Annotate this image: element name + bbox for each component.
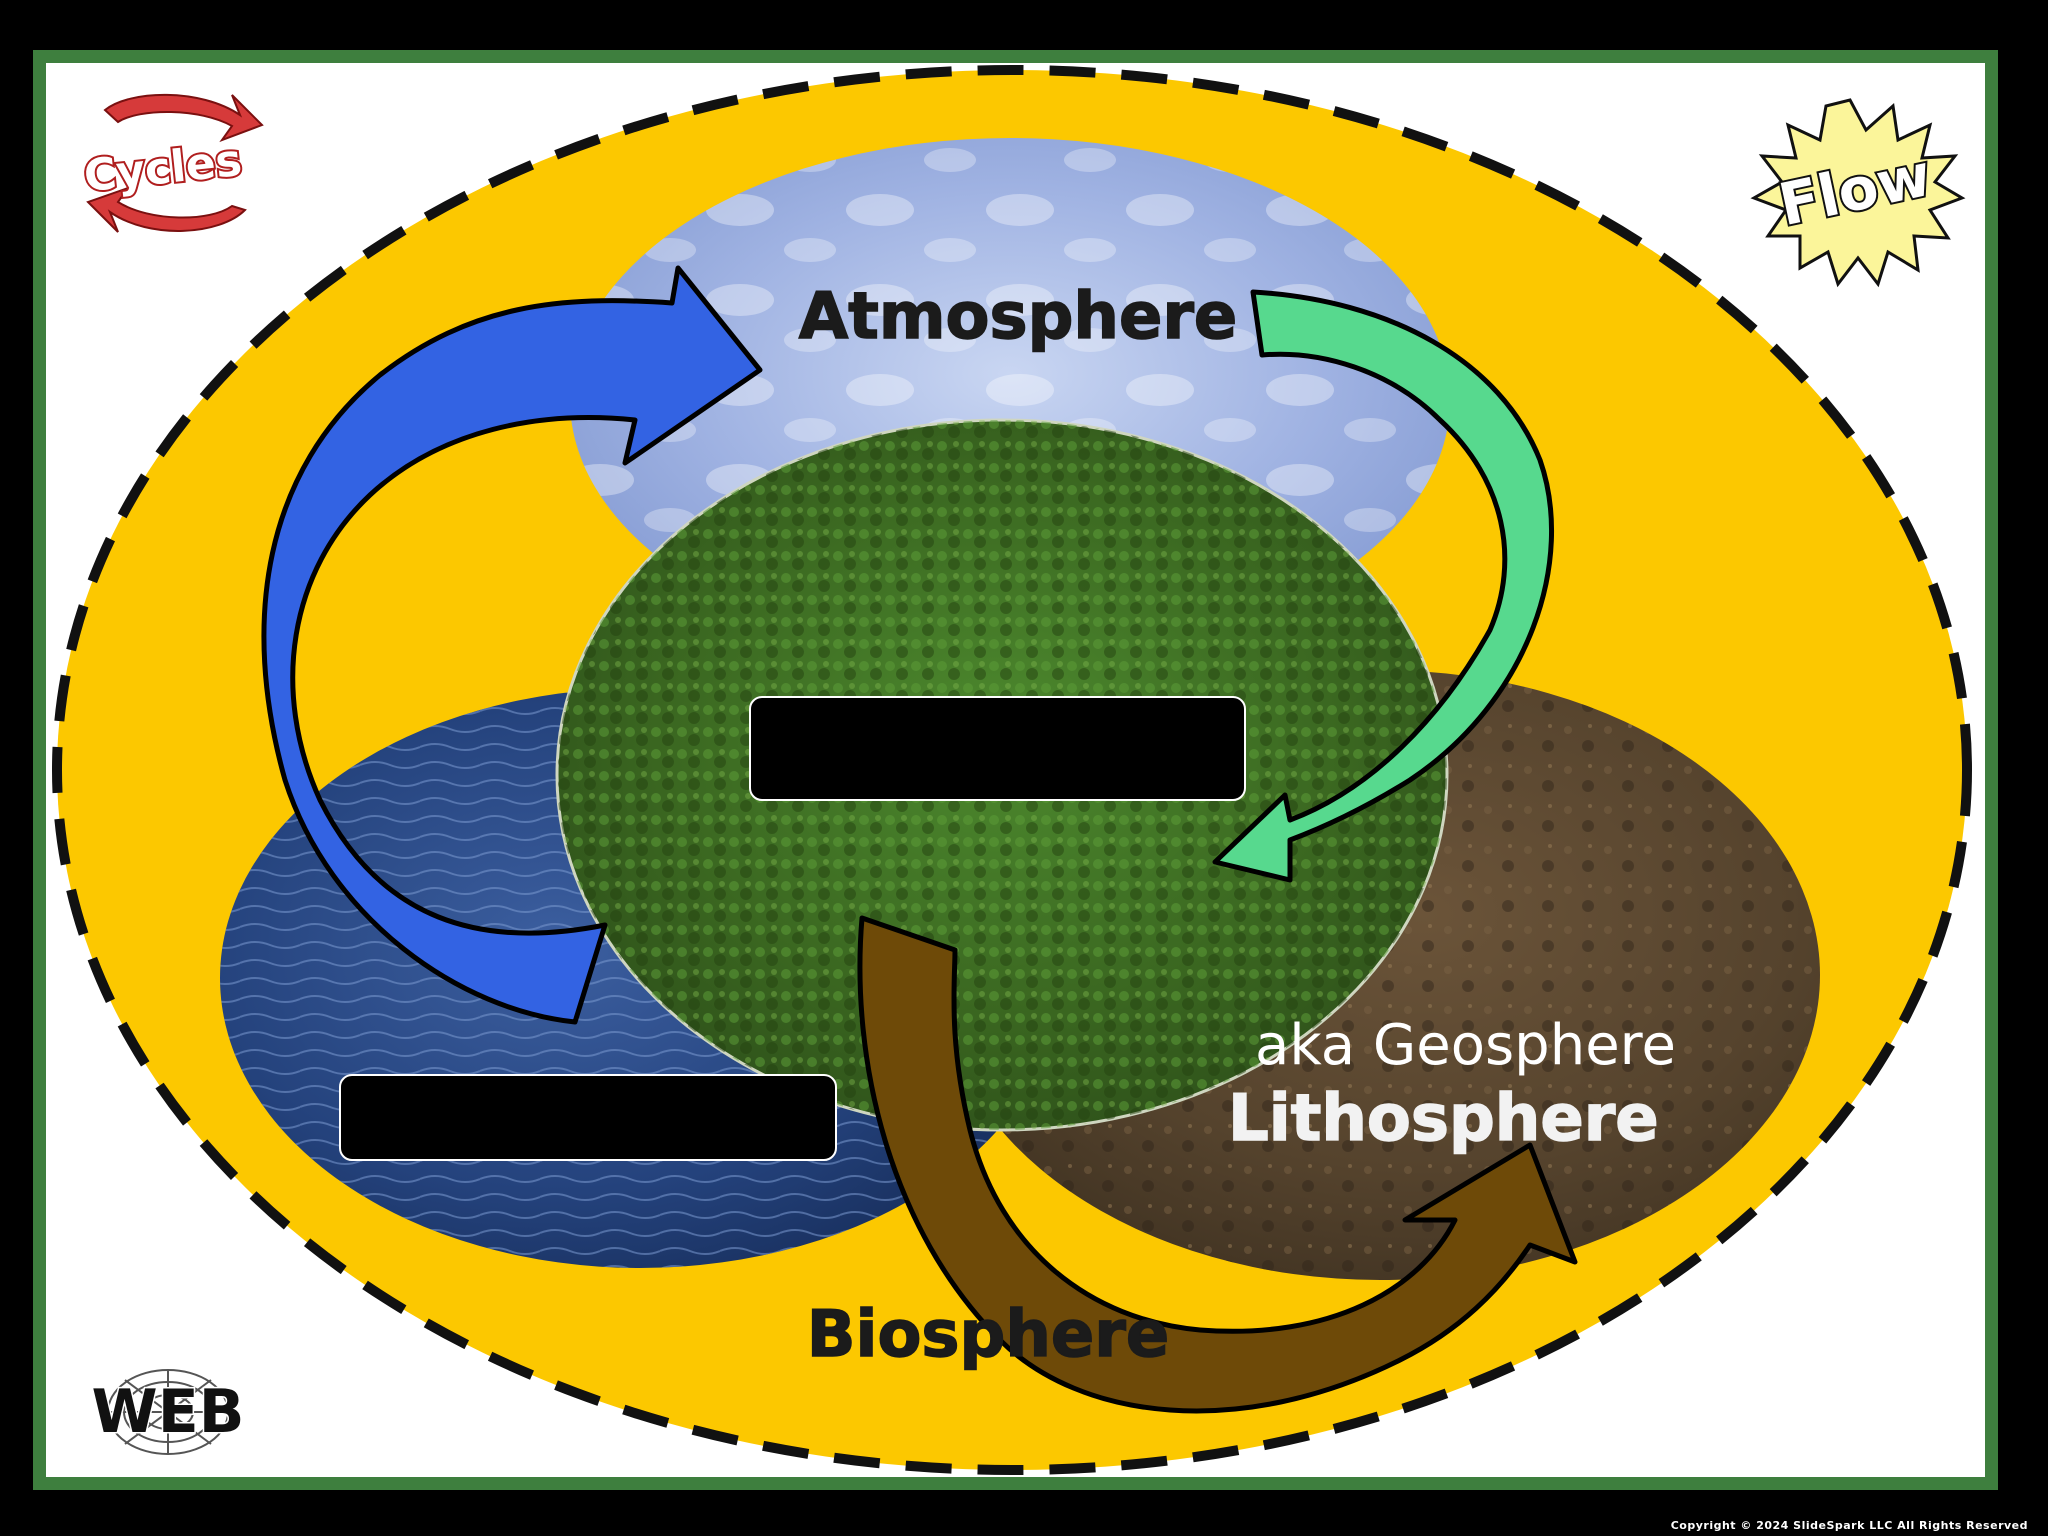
atmosphere-label: Atmosphere <box>799 280 1238 354</box>
flow-badge: Flow <box>1750 98 1966 288</box>
cycles-arrow-icon <box>103 93 264 143</box>
hidden-label-box-center <box>749 696 1246 801</box>
copyright-footer: Copyright © 2024 SlideSpark LLC All Righ… <box>1670 1519 2028 1532</box>
web-badge: WEB <box>90 1369 246 1455</box>
brown-cycle-arrow <box>857 915 1578 1414</box>
blue-cycle-arrow <box>261 265 763 1025</box>
spiderweb-icon <box>107 1369 229 1455</box>
hidden-label-box-left <box>339 1074 837 1161</box>
geosphere-note: aka Geosphere <box>1255 1013 1676 1078</box>
green-cycle-arrow <box>1212 289 1554 883</box>
cycles-arrow-icon-lower <box>86 186 247 233</box>
lithosphere-label: Lithosphere <box>1228 1082 1659 1156</box>
flow-starburst-icon <box>1750 98 1966 288</box>
web-badge-text: WEB <box>92 1377 245 1447</box>
biosphere-label: Biosphere <box>807 1298 1170 1372</box>
